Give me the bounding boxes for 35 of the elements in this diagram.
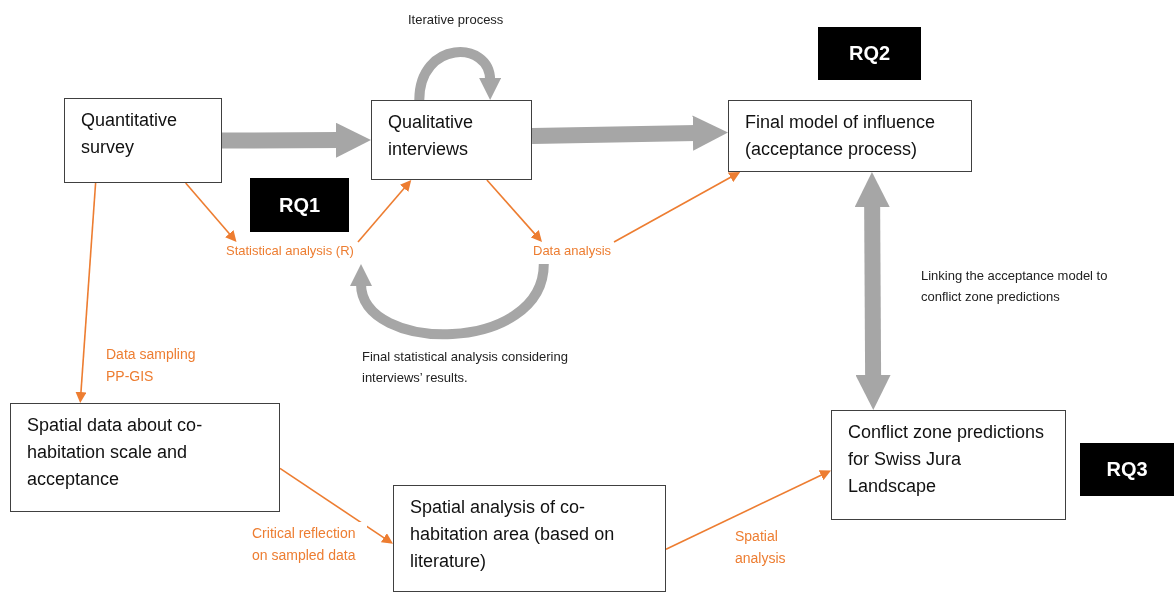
process-box — [831, 410, 1066, 520]
process-box — [10, 403, 280, 512]
tag-text: RQ2 — [848, 42, 891, 65]
note-text: Linking the acceptance model to conflict zone predictions — [921, 267, 1109, 306]
box-text: Quantitative survey — [81, 109, 179, 159]
process-box — [728, 100, 972, 172]
arrow — [613, 172, 741, 243]
research-question-tag — [250, 178, 349, 232]
research-question-tag — [1080, 443, 1174, 496]
arrow — [279, 467, 393, 544]
box-text: Qualitative interviews — [388, 111, 475, 161]
box-text: Spatial data about co-habitation scale and acceptance — [27, 414, 204, 491]
tag-text: RQ1 — [278, 193, 321, 217]
method-label: Data analysis — [533, 242, 612, 260]
method-label: Statistical analysis (R) — [226, 242, 354, 260]
tag-text: RQ3 — [1106, 458, 1148, 481]
block-arrow — [531, 115, 728, 151]
block-arrow — [414, 47, 501, 101]
arrow — [184, 182, 237, 242]
arrow — [75, 182, 97, 403]
block-arrow — [854, 172, 891, 410]
block-arrow — [221, 122, 371, 158]
block-arrow — [350, 263, 549, 339]
box-text: Conflict zone predictions for Swiss Jura Landscape — [848, 421, 1046, 498]
arrow — [357, 180, 412, 243]
process-box — [393, 485, 666, 592]
process-box — [64, 98, 222, 183]
arrow — [486, 179, 542, 242]
box-text: Final model of influence (acceptance process) — [745, 111, 937, 161]
arrow — [665, 470, 831, 550]
process-box — [371, 100, 532, 180]
note-text: Iterative process — [408, 11, 505, 29]
box-text: Spatial analysis of co-habitation area (based on literature) — [410, 496, 616, 573]
research-question-tag — [818, 27, 921, 80]
note-text: Final statistical analysis considering interviews’ results. — [362, 348, 569, 387]
